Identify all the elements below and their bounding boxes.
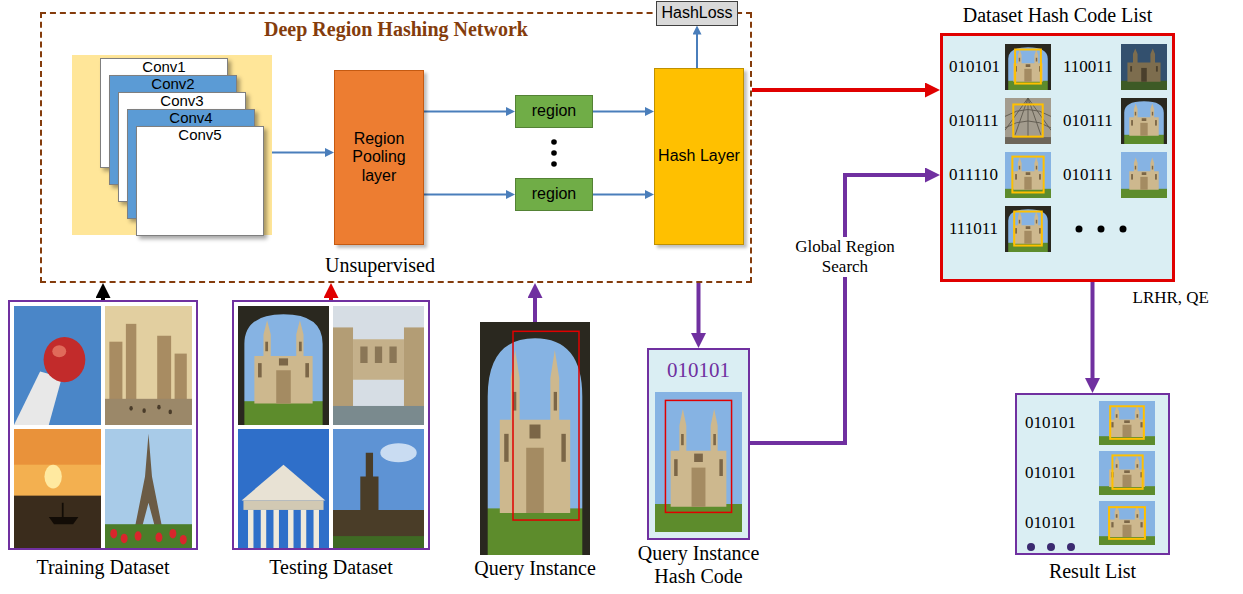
connector-arrow (593, 194, 650, 196)
photo-thumbnail (14, 306, 101, 425)
panel-caption: Testing Dataset (212, 556, 450, 579)
loss-box: HashLoss (656, 1, 738, 26)
query-photo (480, 322, 590, 555)
region-box: region (515, 178, 593, 211)
layer-label: Conv4 (128, 110, 254, 126)
ellipsis-dots (551, 139, 557, 167)
layer-label: Conv1 (101, 59, 227, 75)
connector-arrow (1091, 282, 1095, 386)
hash-code: 010111 (1063, 111, 1113, 131)
hash-code-list: Dataset Hash Code List010101110011010111… (940, 33, 1175, 282)
query-image: Query Instance (480, 322, 590, 555)
ellipsis-dots (1023, 541, 1083, 553)
connector-arrow (329, 291, 333, 301)
connector-arrow (272, 152, 330, 154)
connector-arrow (593, 111, 650, 113)
ellipsis-dots (1069, 219, 1139, 239)
photo-thumbnail (105, 429, 192, 548)
photo-thumbnail (105, 306, 192, 425)
connector-arrow (696, 30, 698, 68)
hash-code: 010111 (949, 111, 999, 131)
panel-caption: Result List (1005, 560, 1180, 583)
edge-label: Global Region Search (787, 237, 903, 276)
connector-arrow (424, 111, 511, 113)
photo-thumbnail (1099, 501, 1155, 545)
query-code-box: 010101Query Instance Hash Code (647, 348, 750, 540)
hash-code: 010101 (1025, 463, 1076, 483)
connector-arrow (752, 88, 933, 92)
photo-thumbnail (1121, 152, 1167, 198)
photo-thumbnail (333, 306, 424, 425)
hash-code: 010101 (647, 358, 750, 382)
pooling-layer: Region Pooling layer (334, 70, 424, 245)
photo-thumbnail (1121, 98, 1167, 144)
edge-label: LRHR, QE (1131, 288, 1212, 308)
hash-layer: Hash Layer (654, 68, 744, 245)
box-label: region (532, 102, 576, 120)
hash-code: 110011 (1063, 57, 1113, 77)
panel-caption: Training Dataset (0, 556, 218, 579)
dataset-panel: Training Dataset (8, 300, 198, 550)
connector-arrow (697, 283, 701, 341)
hash-code: 011110 (949, 165, 998, 185)
box-label: region (532, 185, 576, 203)
hash-code: 010101 (949, 57, 1000, 77)
dataset-panel: Testing Dataset (232, 300, 430, 550)
connector-arrow (101, 291, 105, 301)
box-label: HashLoss (661, 4, 732, 22)
photo-thumbnail (14, 429, 101, 548)
box-label: Hash Layer (658, 147, 740, 165)
panel-caption: Query Instance Hash Code (617, 542, 780, 588)
panel-title: Dataset Hash Code List (925, 4, 1190, 27)
hash-code: 010111 (1063, 165, 1113, 185)
frame-note: Unsupervised (270, 254, 490, 277)
layer-label: Conv3 (119, 93, 245, 109)
photo-thumbnail (238, 429, 329, 548)
connector-arrow (424, 194, 511, 196)
panel-caption: Query Instance (435, 557, 635, 580)
photo-thumbnail (1005, 44, 1051, 90)
hash-code: 010101 (1025, 513, 1076, 533)
box-label: Region Pooling layer (335, 130, 423, 185)
photo-thumbnail (1099, 401, 1155, 445)
layer-label: Conv2 (110, 76, 236, 92)
hash-code: 111011 (949, 219, 998, 239)
hash-code: 010101 (1025, 413, 1076, 433)
photo-thumbnail (238, 306, 329, 425)
network-frame: Deep Region Hashing NetworkUnsupervised C… (40, 12, 752, 283)
photo-thumbnail (1005, 98, 1051, 144)
connector-arrow (533, 291, 537, 323)
photo-thumbnail (1121, 44, 1167, 90)
layer-label: Conv5 (137, 127, 263, 143)
photo-thumbnail (1005, 206, 1051, 252)
conv-stack: Conv1Conv2Conv3Conv4Conv5 (72, 55, 272, 235)
frame-title: Deep Region Hashing Network (42, 18, 750, 41)
conv-layer: Conv5 (136, 126, 264, 236)
photo-thumbnail (333, 429, 424, 548)
connector-arrow (750, 175, 933, 443)
photo-thumbnail (1099, 451, 1155, 495)
result-list: 010101010101010101Result List (1015, 393, 1170, 555)
photo-thumbnail (1005, 152, 1051, 198)
query-photo (655, 392, 742, 532)
region-box: region (515, 95, 593, 128)
